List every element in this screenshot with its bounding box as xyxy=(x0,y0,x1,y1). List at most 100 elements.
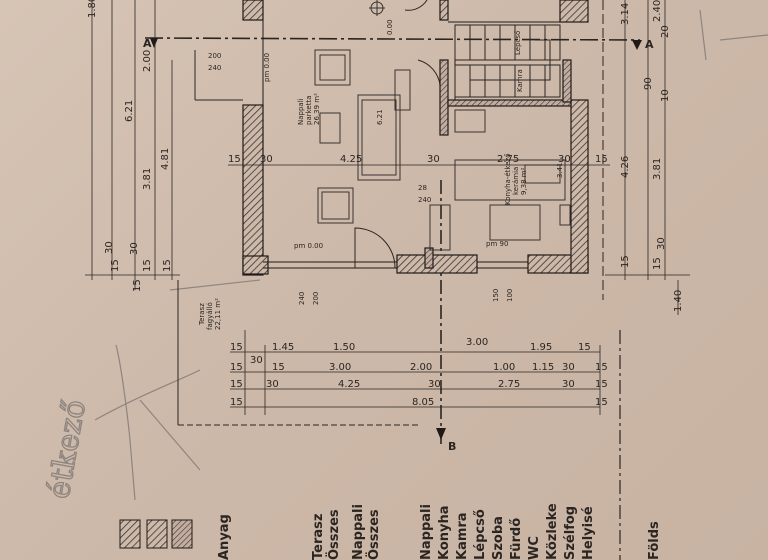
dimension-lines-bottom xyxy=(230,330,601,415)
schedule-row-2: WC xyxy=(527,536,542,560)
dim-mid-5: 30 xyxy=(558,154,571,165)
dim-left-0: 1.80 xyxy=(87,0,98,18)
dim-row3-4: 2.75 xyxy=(498,379,520,390)
room-val-1: 6.21 xyxy=(376,109,384,125)
section-label-a-left: A xyxy=(143,37,152,50)
dim-mid-0: 15 xyxy=(228,154,241,165)
room-area-konyha: 9,38 m² xyxy=(520,167,528,195)
schedule-row-1: Közleke xyxy=(545,503,560,560)
dim-row3-6: 15 xyxy=(595,379,608,390)
opening-right-h: 150 xyxy=(492,289,500,302)
dim-mid-2: 4.25 xyxy=(340,154,362,165)
dim-row2-2: 3.00 xyxy=(329,362,351,373)
room-schedule: Helyisé Szélfog Közleke WC Fürdő Szoba L… xyxy=(419,503,662,560)
dim-row2-4: 1.00 xyxy=(493,362,515,373)
room-label-nappali: Nappali parketta 26,39 m² xyxy=(297,93,321,125)
level-mark-kitchen: pm 90 xyxy=(486,240,508,248)
schedule-row-4: Szoba xyxy=(491,516,506,560)
dim-right-4: 10 xyxy=(660,89,671,102)
room-name-konyha: Konyha-étkező xyxy=(503,154,512,205)
top-small-0: 0.00 xyxy=(386,19,394,35)
dim-row2-7: 15 xyxy=(595,362,608,373)
section-line-a xyxy=(144,37,641,41)
dim-row1-4: 1.95 xyxy=(530,342,552,353)
dim-row1-5: 15 xyxy=(578,342,591,353)
dim-right-6: 3.81 xyxy=(652,158,663,180)
dim-row3-5: 30 xyxy=(562,379,575,390)
doors xyxy=(354,0,441,269)
dim-left-1: 2.00 xyxy=(142,50,153,72)
room-label-terasz: Terasz fagyálló 22,11 m² xyxy=(198,298,222,330)
section-label-b: B xyxy=(448,440,456,453)
dim-right-5: 4.26 xyxy=(620,156,631,178)
dim-row4-2: 15 xyxy=(595,397,608,408)
dim-row3-1: 30 xyxy=(266,379,279,390)
level-mark-living: pm 0.00 xyxy=(294,242,323,250)
opening-left-h: 240 xyxy=(298,292,306,305)
room-label-konyha: Konyha-étkező kerámia 9,38 m² xyxy=(503,154,528,205)
dim-right-3: 90 xyxy=(643,77,654,90)
dim-row2-3: 2.00 xyxy=(410,362,432,373)
opening-left-w: 200 xyxy=(312,292,320,305)
dim-row1-1: 1.45 xyxy=(272,342,294,353)
dim-left-2: 6.21 xyxy=(124,100,135,122)
handwritten-note: étkező xyxy=(41,397,93,501)
dim-row1-0: 15 xyxy=(230,342,243,353)
legend-swatches xyxy=(119,519,193,549)
dim-right-7: 15 xyxy=(620,255,631,268)
dim-mid-3: 30 xyxy=(427,154,440,165)
schedule-header: Helyisé xyxy=(581,506,596,560)
dim-row3-3: 30 xyxy=(428,379,441,390)
section-label-a-right: A xyxy=(645,38,654,51)
staircase xyxy=(454,24,561,98)
totals-osszes-2: Összes xyxy=(366,509,382,560)
dim-mid-6: 15 xyxy=(595,154,608,165)
totals-nappali: Nappali xyxy=(351,504,366,560)
section-marker-a-right: A xyxy=(632,38,654,51)
door-living-h: 240 xyxy=(208,64,221,72)
dim-row2-0: 15 xyxy=(230,362,243,373)
dim-right-0: 3.14 xyxy=(620,3,631,25)
totals-block: Terasz Összes Nappali Összes xyxy=(311,504,382,560)
furniture xyxy=(314,0,571,251)
dim-row4-0: 15 xyxy=(230,397,243,408)
dim-row2-5: 1.15 xyxy=(532,362,554,373)
room-name-terasz: Terasz xyxy=(198,303,206,326)
dim-row2-1: 15 xyxy=(272,362,285,373)
dim-right-9: 1.40 xyxy=(673,290,684,312)
dim-left-6: 15 xyxy=(110,259,121,272)
walls xyxy=(242,0,589,276)
schedule-row-5: Lépcső xyxy=(473,509,488,560)
dim-left-7: 15 xyxy=(132,279,143,292)
schedule-row-6: Kamra xyxy=(455,512,470,560)
schedule-row-3: Fürdő xyxy=(509,518,524,560)
section-marker-b: B xyxy=(436,428,456,453)
door-kitchen-w: 28 xyxy=(418,184,427,192)
totals-osszes-1: Összes xyxy=(326,509,342,560)
dim-row4-1: 8.05 xyxy=(412,397,434,408)
room-val-2: 3.41 xyxy=(556,162,564,178)
dim-left-3: 4.81 xyxy=(160,148,171,170)
schedule-row-0: Szélfog xyxy=(563,506,578,560)
dimension-lines-right xyxy=(605,0,690,315)
dim-row1-2: 1.50 xyxy=(333,342,355,353)
schedule-row-8: Nappali xyxy=(419,504,434,560)
room-area-nappali: 26,39 m² xyxy=(313,93,321,125)
schedule-row-7: Konyha xyxy=(437,505,452,560)
dim-left-8: 30 xyxy=(129,242,140,255)
level-mark-top: pm 0.00 xyxy=(263,53,271,82)
dim-row2-6: 30 xyxy=(562,362,575,373)
door-living-w: 200 xyxy=(208,52,221,60)
dim-right-2: 20 xyxy=(660,25,671,38)
dim-left-9: 15 xyxy=(142,259,153,272)
dim-left-10: 15 xyxy=(162,259,173,272)
dim-row1-3: 3.00 xyxy=(466,337,488,348)
dimension-lines-left xyxy=(85,0,180,290)
dim-left-5: 30 xyxy=(104,241,115,254)
dim-right-1: 2.40 xyxy=(652,0,663,22)
room-name-kamra: Kamra xyxy=(516,69,524,92)
pencil-marks xyxy=(94,9,768,501)
room-sub-terasz: fagyálló xyxy=(206,302,214,330)
